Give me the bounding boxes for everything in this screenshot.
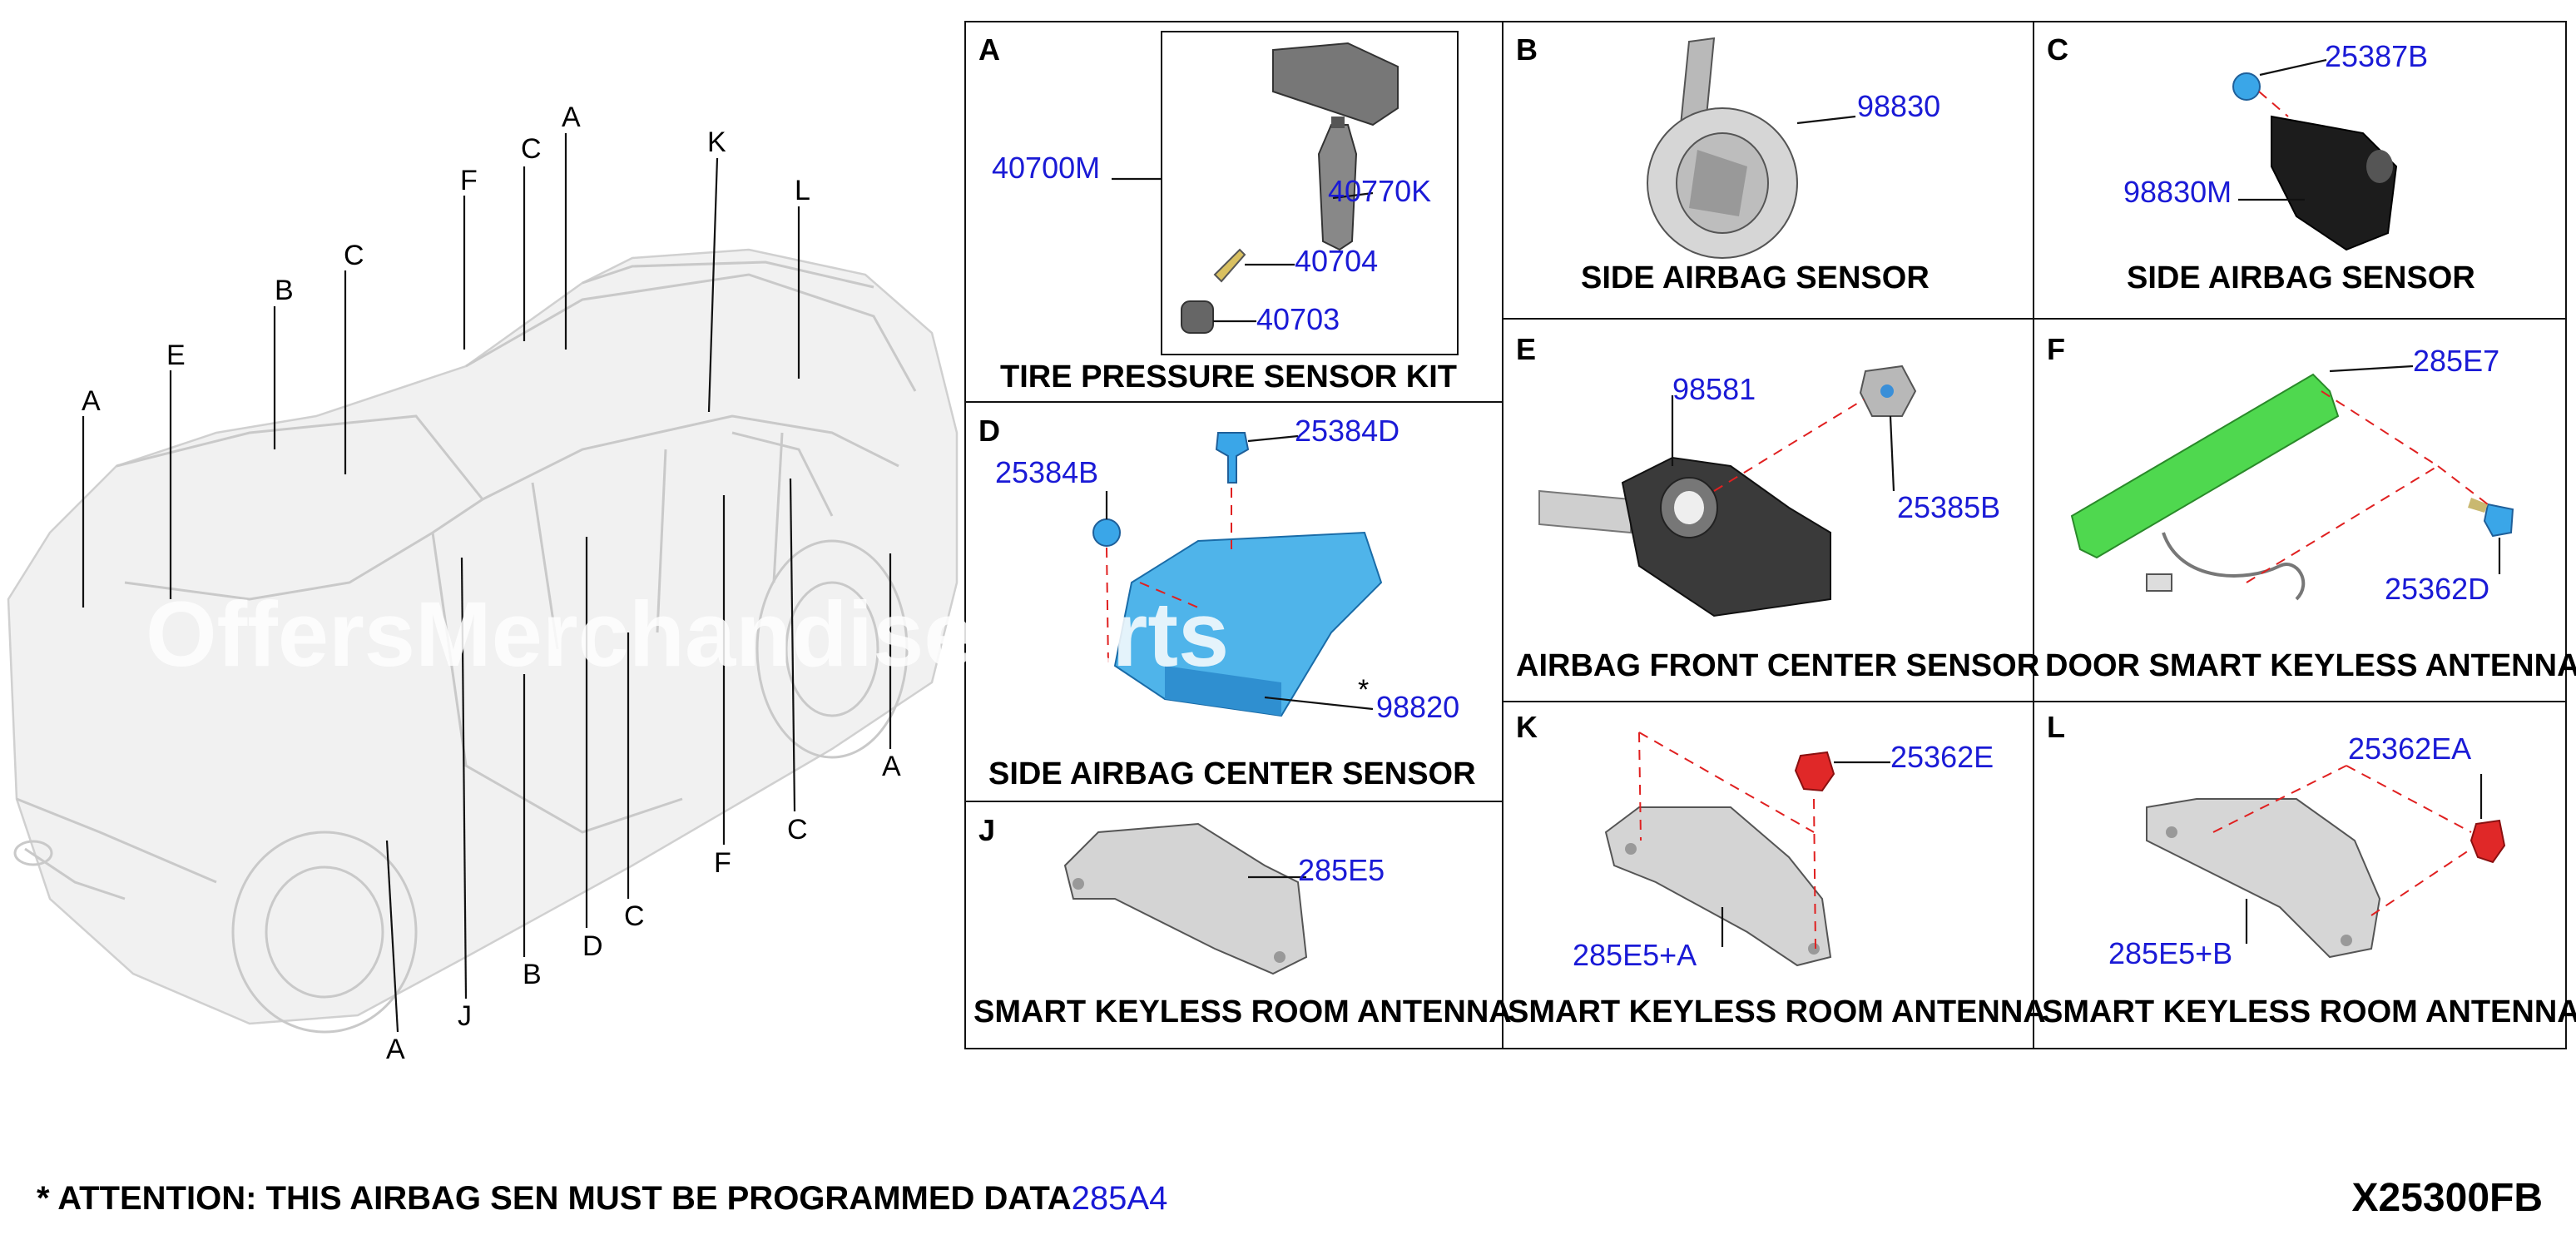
panel-caption: TIRE PRESSURE SENSOR KIT	[1000, 360, 1457, 394]
panel-grid	[964, 21, 2567, 1049]
panel-L: L 25362EA 285E5+B SMART KEYLESS ROOM ANT…	[2042, 710, 2576, 1029]
panel-B: B 98830 SIDE AIRBAG SENSOR	[1516, 32, 1940, 295]
callout-K: K	[707, 126, 726, 158]
panel-caption: SIDE AIRBAG SENSOR	[2127, 260, 2475, 295]
attention-text: * ATTENTION: THIS AIRBAG SEN MUST BE PRO…	[37, 1180, 1072, 1217]
attention-note: * ATTENTION: THIS AIRBAG SEN MUST BE PRO…	[37, 1180, 1167, 1218]
car-callout-labels: A E B C F C A K L A C F D C B J A	[82, 102, 901, 1065]
panel-letter: F	[2047, 332, 2065, 366]
callout-B: B	[523, 959, 542, 990]
panel-letter: L	[2047, 710, 2065, 744]
asterisk-mark: *	[1358, 674, 1369, 706]
callout-C: C	[521, 133, 542, 165]
part-number: 25385B	[1897, 490, 2000, 524]
part-number: 98820	[1376, 690, 1459, 724]
callout-C: C	[787, 814, 808, 846]
part-number: 40770K	[1328, 174, 1431, 208]
part-number: 98581	[1672, 372, 1756, 406]
part-number: 40703	[1256, 302, 1340, 336]
attention-part-number: 285A4	[1071, 1180, 1168, 1217]
panel-E: E 98581 25385B AIRBAG FRONT CENTER SENSO…	[1516, 332, 2039, 683]
panel-caption: SMART KEYLESS ROOM ANTENNA	[973, 994, 1512, 1029]
callout-A: A	[562, 102, 581, 133]
part-number: 25384B	[995, 455, 1098, 489]
panel-letter: K	[1516, 710, 1538, 744]
panel-K: K 25362E 285E5+A SMART KEYLESS ROOM ANTE…	[1508, 710, 2046, 1029]
panel-letter: D	[978, 414, 1000, 448]
part-number: 40704	[1295, 244, 1378, 278]
panel-letter: C	[2047, 32, 2068, 67]
part-number: 40700M	[992, 151, 1100, 185]
callout-B: B	[275, 275, 294, 306]
callout-F: F	[714, 847, 731, 879]
part-number: 98830M	[2123, 175, 2232, 209]
panel-caption: SMART KEYLESS ROOM ANTENNA	[2042, 994, 2576, 1029]
callout-E: E	[166, 340, 186, 371]
part-number: 25362D	[2385, 572, 2489, 606]
panel-caption: SMART KEYLESS ROOM ANTENNA	[1508, 994, 2046, 1029]
part-number: 98830	[1857, 89, 1940, 123]
callout-C: C	[624, 900, 645, 932]
panel-caption: DOOR SMART KEYLESS ANTENNA	[2045, 648, 2576, 683]
diagram-code: X25300FB	[2351, 1176, 2543, 1220]
panel-F: F 285E7 25362D DOOR SMART KEYLESS ANTENN…	[2045, 332, 2576, 683]
part-number: 25384D	[1295, 414, 1399, 448]
part-number: 285E7	[2413, 344, 2499, 378]
callout-F: F	[460, 165, 478, 196]
panel-D: D 25384D 25384B * 98820 SIDE AIRBAG CENT…	[978, 414, 1476, 791]
part-number: 25387B	[2325, 39, 2428, 73]
watermark: OffersMerchandise Parts	[146, 583, 1229, 686]
callout-L: L	[795, 175, 810, 206]
panel-caption: AIRBAG FRONT CENTER SENSOR	[1516, 648, 2039, 683]
part-number: 285E5+A	[1573, 938, 1697, 972]
callout-D: D	[582, 930, 603, 962]
car-callout-lines	[82, 133, 892, 1033]
part-number: 25362EA	[2348, 732, 2471, 766]
part-number: 285E5	[1298, 853, 1385, 887]
panel-letter: E	[1516, 332, 1536, 366]
panel-letter: B	[1516, 32, 1538, 67]
panel-C: C 25387B 98830M SIDE AIRBAG SENSOR	[2047, 32, 2475, 295]
panel-caption: SIDE AIRBAG SENSOR	[1581, 260, 1930, 295]
callout-C: C	[344, 240, 364, 271]
part-number: 25362E	[1890, 740, 1994, 774]
callout-A: A	[82, 385, 101, 417]
vehicle-illustration	[7, 248, 959, 1034]
panel-letter: A	[978, 32, 1000, 67]
panel-caption: SIDE AIRBAG CENTER SENSOR	[988, 756, 1476, 791]
panel-letter: J	[978, 813, 995, 847]
part-number: 285E5+B	[2108, 936, 2232, 970]
panel-A: A 40700M 40770K 40704 40703 TIRE PRESSUR…	[978, 31, 1459, 394]
callout-J: J	[458, 1000, 472, 1032]
callout-A: A	[882, 751, 901, 782]
callout-A: A	[386, 1034, 405, 1065]
panel-J: J 285E5 SMART KEYLESS ROOM ANTENNA	[973, 813, 1512, 1029]
